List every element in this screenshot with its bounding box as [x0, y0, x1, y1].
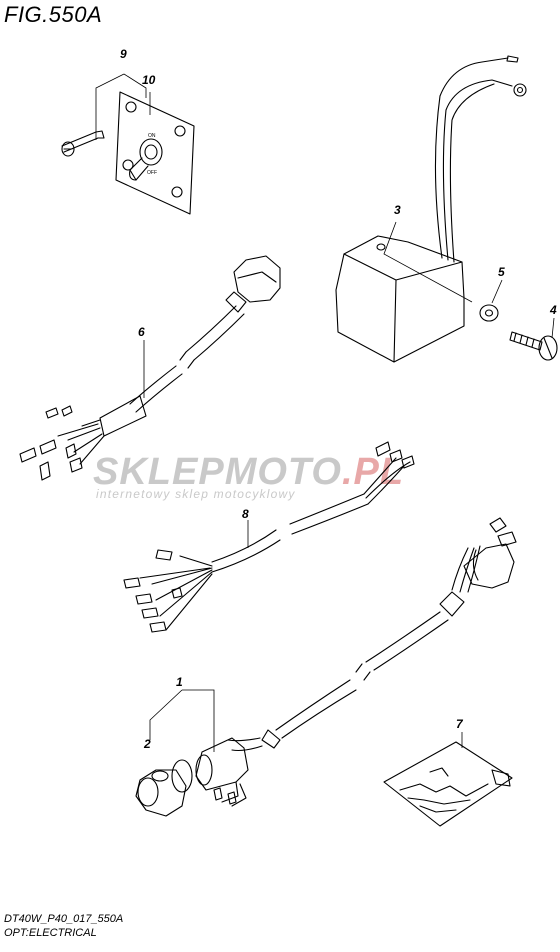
- part-switch-plate: ON OFF: [115, 91, 195, 215]
- callout-4-leader: [551, 317, 555, 339]
- part-socket-harness: [135, 517, 517, 817]
- part-screw: [61, 130, 105, 157]
- footer-category: OPT:ELECTRICAL: [4, 927, 97, 939]
- watermark-brand-part1: SKLEPMOTO: [93, 451, 342, 493]
- callout-2: 2: [143, 737, 151, 751]
- switch-off-label: OFF: [147, 170, 157, 176]
- callout-8: 8: [242, 507, 249, 521]
- watermark-tagline: internetowy sklep motocyklowy: [96, 487, 296, 501]
- callout-6: 6: [138, 325, 145, 339]
- part-control-box: [335, 55, 527, 363]
- callout-1: 1: [176, 675, 183, 689]
- watermark: SKLEPMOTO.PL internetowy sklep motocyklo…: [93, 451, 404, 501]
- watermark-brand-part2: .PL: [342, 451, 404, 493]
- figure-footer: DT40W_P40_017_550A OPT:ELECTRICAL: [4, 912, 123, 940]
- part-wire-harness: [123, 441, 415, 633]
- callout-7: 7: [456, 717, 464, 731]
- callout-3: 3: [394, 203, 401, 217]
- switch-on-label: ON: [148, 133, 156, 139]
- watermark-brand: SKLEPMOTO.PL: [93, 451, 404, 493]
- callout-9-10-leader: [95, 73, 147, 140]
- footer-code: DT40W_P40_017_550A: [4, 913, 124, 925]
- callout-10: 10: [142, 73, 156, 87]
- callout-5: 5: [498, 265, 505, 279]
- part-bolt: [509, 331, 558, 361]
- callout-5-leader: [491, 279, 503, 304]
- callout-4: 4: [549, 303, 557, 317]
- callout-3-leader: [383, 221, 473, 303]
- callout-1-2-leader: [149, 689, 215, 752]
- part-harness-connector: [19, 255, 281, 481]
- callout-9: 9: [120, 47, 127, 61]
- part-washer: [479, 304, 499, 322]
- part-hardware-bag: [383, 741, 513, 827]
- figure-title: FIG.550A: [4, 2, 103, 27]
